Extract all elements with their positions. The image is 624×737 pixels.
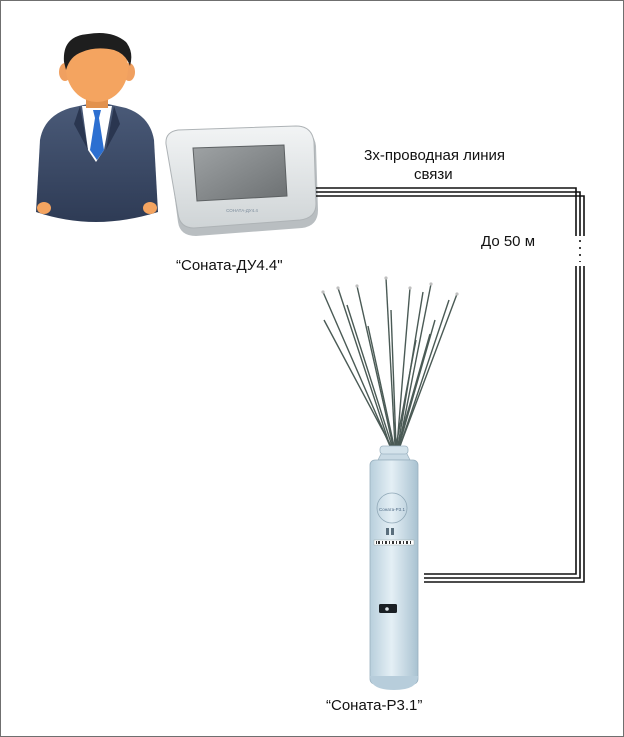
panel-brand-text: СОНАТА-ДУ4.4 (226, 208, 258, 213)
control-panel-label: “Соната-ДУ4.4" (176, 257, 283, 274)
distance-label: До 50 м (481, 233, 536, 250)
sensor-brand-text: Соната-Р3.1 (379, 507, 405, 512)
control-panel-icon: СОНАТА-ДУ4.4 (165, 125, 318, 236)
sensor-label: “Соната-Р3.1” (326, 697, 423, 714)
person-icon (36, 33, 158, 222)
cable-label-line2: связи (414, 166, 453, 183)
communication-cable (316, 187, 585, 583)
cable-label-line1: 3х-проводная линия (364, 147, 506, 164)
sensor-probe-icon: Соната-Р3.1 (321, 276, 459, 690)
